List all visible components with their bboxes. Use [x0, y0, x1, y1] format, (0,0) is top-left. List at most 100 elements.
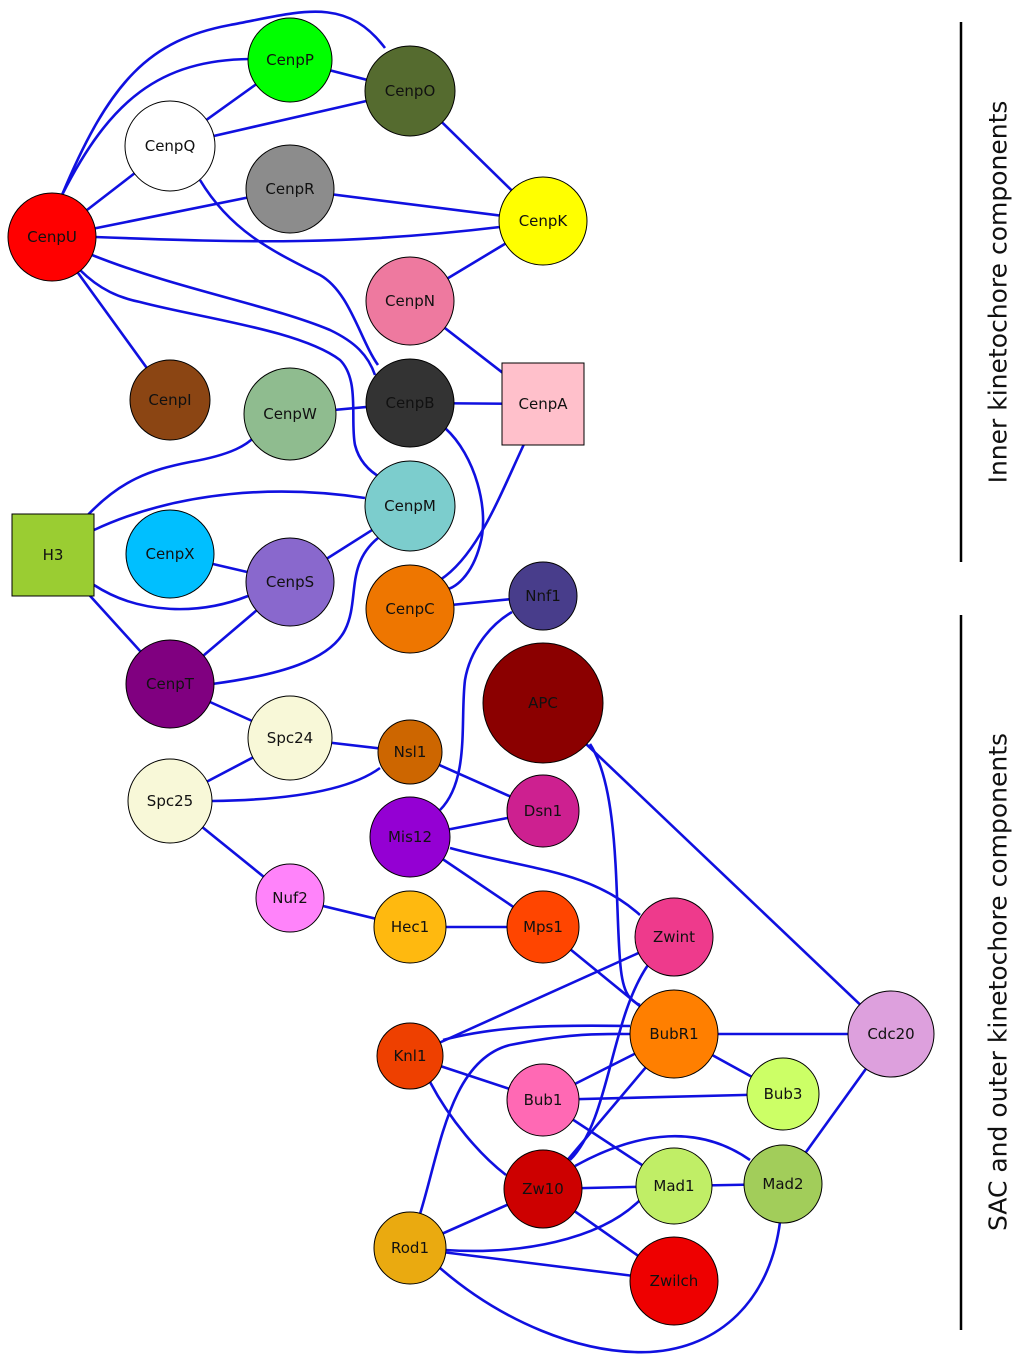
- node-nuf2-shape: [255, 863, 325, 933]
- inner-section-label: Inner kinetochore components: [984, 101, 1013, 484]
- node-mis12-label: Mis12: [388, 828, 432, 846]
- node-cenpu-label: CenpU: [27, 228, 77, 246]
- node-cenpr-shape: [245, 144, 335, 234]
- node-bubr1-shape: [629, 989, 719, 1079]
- node-spc25-label: Spc25: [147, 792, 193, 810]
- node-knl1-label: Knl1: [393, 1047, 426, 1065]
- node-cenpm: CenpM: [364, 460, 456, 552]
- node-dsn1-shape: [506, 774, 580, 848]
- node-nuf2: Nuf2: [255, 863, 325, 933]
- node-cenpp-shape: [247, 17, 333, 103]
- node-mps1: Mps1: [506, 890, 580, 964]
- edge-cenpq-cenpb: [198, 179, 380, 366]
- node-bubr1-label: BubR1: [649, 1025, 698, 1043]
- node-cenpa-shape: [501, 362, 585, 446]
- node-cenpu-shape: [7, 192, 97, 282]
- edge-bub1-bub3: [542, 1092, 784, 1102]
- edge-rod1-mad2: [439, 1221, 782, 1354]
- node-cenpo: CenpO: [364, 45, 456, 137]
- node-zwint-shape: [634, 897, 714, 977]
- node-cenpq-label: CenpQ: [145, 137, 196, 155]
- node-spc25: Spc25: [127, 758, 213, 844]
- node-cenpq-shape: [124, 100, 216, 192]
- node-zw10-label: Zw10: [522, 1180, 564, 1198]
- node-cenpn-label: CenpN: [385, 292, 435, 310]
- node-cenpc-shape: [365, 564, 455, 654]
- node-cenpk-shape: [498, 176, 588, 266]
- node-cenpn-shape: [365, 256, 455, 346]
- node-bub3-label: Bub3: [764, 1085, 803, 1103]
- node-apc-label: APC: [528, 694, 558, 712]
- edge-zw10-mad2: [574, 1135, 751, 1168]
- node-cdc20-shape: [847, 990, 935, 1078]
- node-dsn1: Dsn1: [506, 774, 580, 848]
- node-h3: H3: [11, 513, 95, 597]
- edge-cenpb-cenpc: [441, 427, 485, 592]
- node-nsl1-shape: [377, 719, 443, 785]
- node-mad2-shape: [743, 1144, 823, 1224]
- node-rod1: Rod1: [373, 1211, 447, 1285]
- node-h3-label: H3: [43, 546, 64, 564]
- edge-cenpu-cenpp: [60, 57, 251, 196]
- node-cenpb-label: CenpB: [385, 394, 434, 412]
- node-cenpm-shape: [364, 460, 456, 552]
- node-cenpq: CenpQ: [124, 100, 216, 192]
- node-cenpw: CenpW: [243, 367, 337, 461]
- node-bub3-shape: [746, 1057, 820, 1131]
- edge-rod1-bubr1: [418, 1032, 631, 1215]
- node-bub1-label: Bub1: [524, 1091, 563, 1109]
- node-cenpu: CenpU: [7, 192, 97, 282]
- node-apc: APC: [482, 642, 604, 764]
- node-cenps-shape: [245, 537, 335, 627]
- node-cenpt-label: CenpT: [146, 675, 195, 693]
- node-apc-shape: [482, 642, 604, 764]
- node-cenpt-shape: [125, 639, 215, 729]
- node-cenpo-shape: [364, 45, 456, 137]
- node-cenpr: CenpR: [245, 144, 335, 234]
- node-rod1-label: Rod1: [391, 1239, 429, 1257]
- node-bub3: Bub3: [746, 1057, 820, 1131]
- node-spc24-label: Spc24: [267, 729, 313, 747]
- node-mis12: Mis12: [369, 796, 451, 878]
- node-cenpp: CenpP: [247, 17, 333, 103]
- node-cenpn: CenpN: [365, 256, 455, 346]
- node-bub1: Bub1: [506, 1063, 580, 1137]
- node-dsn1-label: Dsn1: [524, 802, 562, 820]
- node-cenpk: CenpK: [498, 176, 588, 266]
- node-cenps: CenpS: [245, 537, 335, 627]
- edge-cenpt-cenpm: [211, 536, 379, 686]
- edge-knl1-zw10: [428, 1081, 507, 1177]
- node-cenpx-label: CenpX: [145, 545, 194, 563]
- node-cenps-label: CenpS: [266, 573, 314, 591]
- node-h3-shape: [11, 513, 95, 597]
- node-mad2-label: Mad2: [762, 1175, 803, 1193]
- node-cenpx: CenpX: [125, 509, 215, 599]
- edge-cenpu-cenpb: [91, 253, 377, 376]
- node-mad1-label: Mad1: [653, 1177, 694, 1195]
- node-spc24: Spc24: [247, 695, 333, 781]
- node-cenpm-label: CenpM: [384, 497, 436, 515]
- edge-knl1-bubr1: [442, 1024, 631, 1042]
- node-cenpo-label: CenpO: [385, 82, 436, 100]
- node-zwilch: Zwilch: [629, 1236, 719, 1326]
- node-cenpa: CenpA: [501, 362, 585, 446]
- node-nnf1: Nnf1: [508, 561, 578, 631]
- edge-apc-cdc20: [542, 702, 892, 1035]
- node-cenpi-shape: [129, 359, 211, 441]
- node-nsl1: Nsl1: [377, 719, 443, 785]
- node-cenpc: CenpC: [365, 564, 455, 654]
- edge-h3-cenpw: [84, 431, 260, 519]
- edge-cenpu-cenpm: [79, 269, 386, 482]
- node-cenpp-label: CenpP: [266, 51, 314, 69]
- node-mps1-label: Mps1: [523, 918, 563, 936]
- node-hec1-label: Hec1: [391, 918, 429, 936]
- node-cenpi-label: CenpI: [148, 391, 191, 409]
- node-knl1: Knl1: [376, 1022, 444, 1090]
- edge-mis12-nnf1: [439, 610, 513, 811]
- node-knl1-shape: [376, 1022, 444, 1090]
- node-cenpb-shape: [365, 358, 455, 448]
- edge-cenpa-cenpc: [439, 441, 527, 582]
- node-nsl1-label: Nsl1: [394, 743, 427, 761]
- node-mad1: Mad1: [635, 1147, 713, 1225]
